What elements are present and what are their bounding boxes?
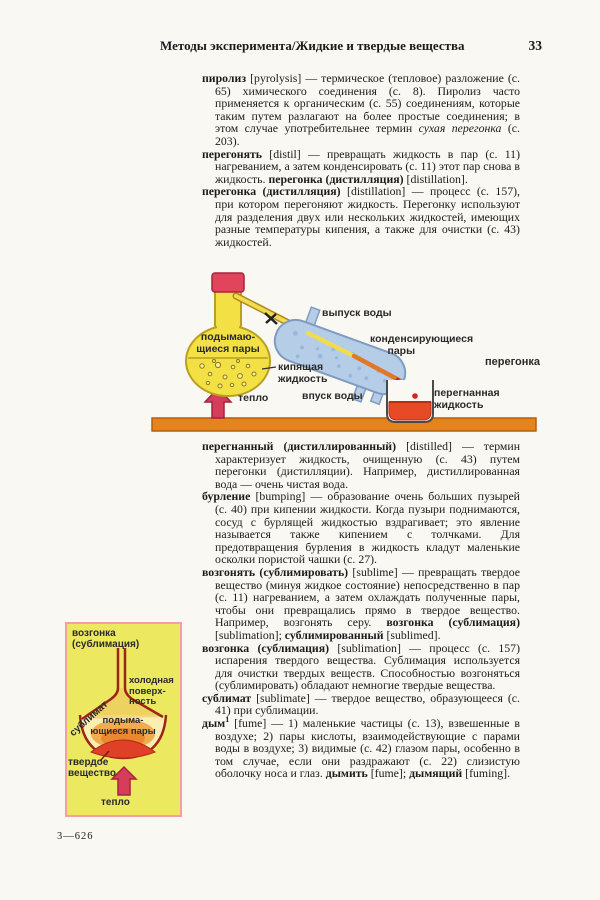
label-rising-vapors: подыма- ющиеся пары xyxy=(90,715,156,737)
page-number: 33 xyxy=(528,38,543,53)
entry-segment: [sublimate] — твердое вещество, образующ… xyxy=(215,690,520,718)
entry-segment: (с. 203). xyxy=(215,121,520,148)
entry-segment: сублимат xyxy=(202,690,252,705)
bench xyxy=(151,417,537,432)
solid-pointer xyxy=(99,750,110,762)
entry-segment: [fume]; xyxy=(367,766,410,781)
distillation-title: перегонка xyxy=(485,356,541,368)
entry-segment: [sublime] — превращать твердое вещество … xyxy=(215,564,520,630)
running-title: Методы эксперимента/Жидкие и твердые вещ… xyxy=(160,38,465,53)
entry-segment: возгонка (сублимация) xyxy=(202,640,330,655)
dictionary-entries-bottom: перегнанный (дистиллированный) [distille… xyxy=(202,440,520,780)
sublimation-diagram: возгонка (сублимация) холодная поверх- н… xyxy=(65,622,182,817)
flask-neck-join xyxy=(217,320,239,334)
label-boiling-liquid: кипящая жидкость xyxy=(278,361,328,385)
label-distilled-liquid: перегнанная жидкость xyxy=(434,387,500,411)
entry-segment: [distillation] — процесс (с. 157), при к… xyxy=(215,184,520,249)
label-heat: тепло xyxy=(101,797,130,808)
sublimation-title: возгонка (сублимация) xyxy=(72,628,140,650)
page-header: Методы эксперимента/Жидкие и твердые вещ… xyxy=(160,38,542,54)
distillation-apparatus-icon xyxy=(151,272,537,432)
dictionary-entry: перегонять [distil] — превращать жидкост… xyxy=(202,146,520,186)
entry-segment: [fuming]. xyxy=(462,766,511,781)
distillation-diagram: подымаю- щиеся пары кипящая жидкость теп… xyxy=(150,262,560,440)
distilled-liquid xyxy=(388,401,432,421)
entry-segment: бурление xyxy=(202,489,251,504)
funnel-coating xyxy=(82,688,163,719)
entry-segment: дымящий xyxy=(409,766,463,781)
entry-segment: перегонка (дистилляция) xyxy=(202,184,341,199)
entry-segment: [fume] — 1) маленькие частицы (с. 13), в… xyxy=(215,716,520,781)
dictionary-entries-top: пиролиз [pyrolysis] — термическое (тепло… xyxy=(202,72,520,248)
entry-segment: [sublimation] — процесс (с. 157) испарен… xyxy=(215,640,520,693)
print-signature: 3—626 xyxy=(57,831,94,842)
label-pointer xyxy=(261,366,277,370)
entry-segment: дым xyxy=(202,716,226,731)
dictionary-entry: возгонка (сублимация) [sublimation] — пр… xyxy=(202,640,520,693)
label-heat: тепло xyxy=(238,392,269,404)
entry-segment: 1 xyxy=(225,715,230,725)
entry-segment: сублимированный xyxy=(284,627,384,642)
clamp-icon xyxy=(264,312,278,325)
entry-segment: [sublimation]; xyxy=(215,627,285,642)
sublimation-apparatus-icon xyxy=(78,648,168,796)
entry-segment: перегонка (дистилляция) xyxy=(268,171,404,186)
dictionary-entry: сублимат [sublimate] — твердое вещество,… xyxy=(202,692,520,717)
dictionary-entry: возгонять (сублимировать) [sublime] — пр… xyxy=(202,566,520,642)
falling-drop xyxy=(412,393,418,399)
funnel-left-edge xyxy=(81,648,120,721)
bubbles xyxy=(199,359,257,389)
entry-segment: перегонять xyxy=(202,146,263,161)
entry-segment: [pyrolysis] — термическое (тепловое) раз… xyxy=(215,71,520,136)
entry-segment: дымить xyxy=(325,766,368,781)
label-cold-surface: холодная поверх- ность xyxy=(129,675,174,707)
dictionary-entry: дым1 [fume] — 1) маленькие частицы (с. 1… xyxy=(202,715,520,781)
label-rising-vapors: подымаю- щиеся пары xyxy=(196,331,260,355)
entry-segment: возгонять (сублимировать) xyxy=(202,564,349,579)
entry-segment: [distil] — превращать жидкость в пар (с.… xyxy=(215,146,520,186)
label-solid-substance: твердое вещество xyxy=(68,757,117,779)
entry-segment: возгонка (сублимация) xyxy=(386,615,520,630)
entry-segment: [sublimed]. xyxy=(383,627,441,642)
entry-segment: [bumping] — образование очень больших пу… xyxy=(215,489,520,567)
inner-tube-yellow xyxy=(305,330,359,360)
entry-segment: перегнанный (дистиллированный) xyxy=(202,439,397,453)
entry-segment: сухая перегонка xyxy=(418,121,502,136)
funnel-right-edge xyxy=(123,648,164,719)
heat-arrow-icon xyxy=(110,765,138,796)
entry-segment: [distillation]. xyxy=(403,171,468,186)
stopper xyxy=(211,272,245,293)
label-water-inlet: впуск воды xyxy=(302,390,363,402)
label-water-outlet: выпуск воды xyxy=(322,307,392,319)
dictionary-entry: пиролиз [pyrolysis] — термическое (тепло… xyxy=(202,72,520,148)
dictionary-entry: перегонка (дистилляция) [distillation] —… xyxy=(202,185,520,248)
entry-segment: [distilled] — термин характеризует жидко… xyxy=(215,439,521,491)
entry-segment: пиролиз xyxy=(202,71,247,85)
label-condensing-vapors: конденсирующиеся пары xyxy=(370,333,474,357)
dictionary-entry: перегнанный (дистиллированный) [distille… xyxy=(202,440,520,490)
dictionary-entry: бурление [bumping] — образование очень б… xyxy=(202,490,520,566)
